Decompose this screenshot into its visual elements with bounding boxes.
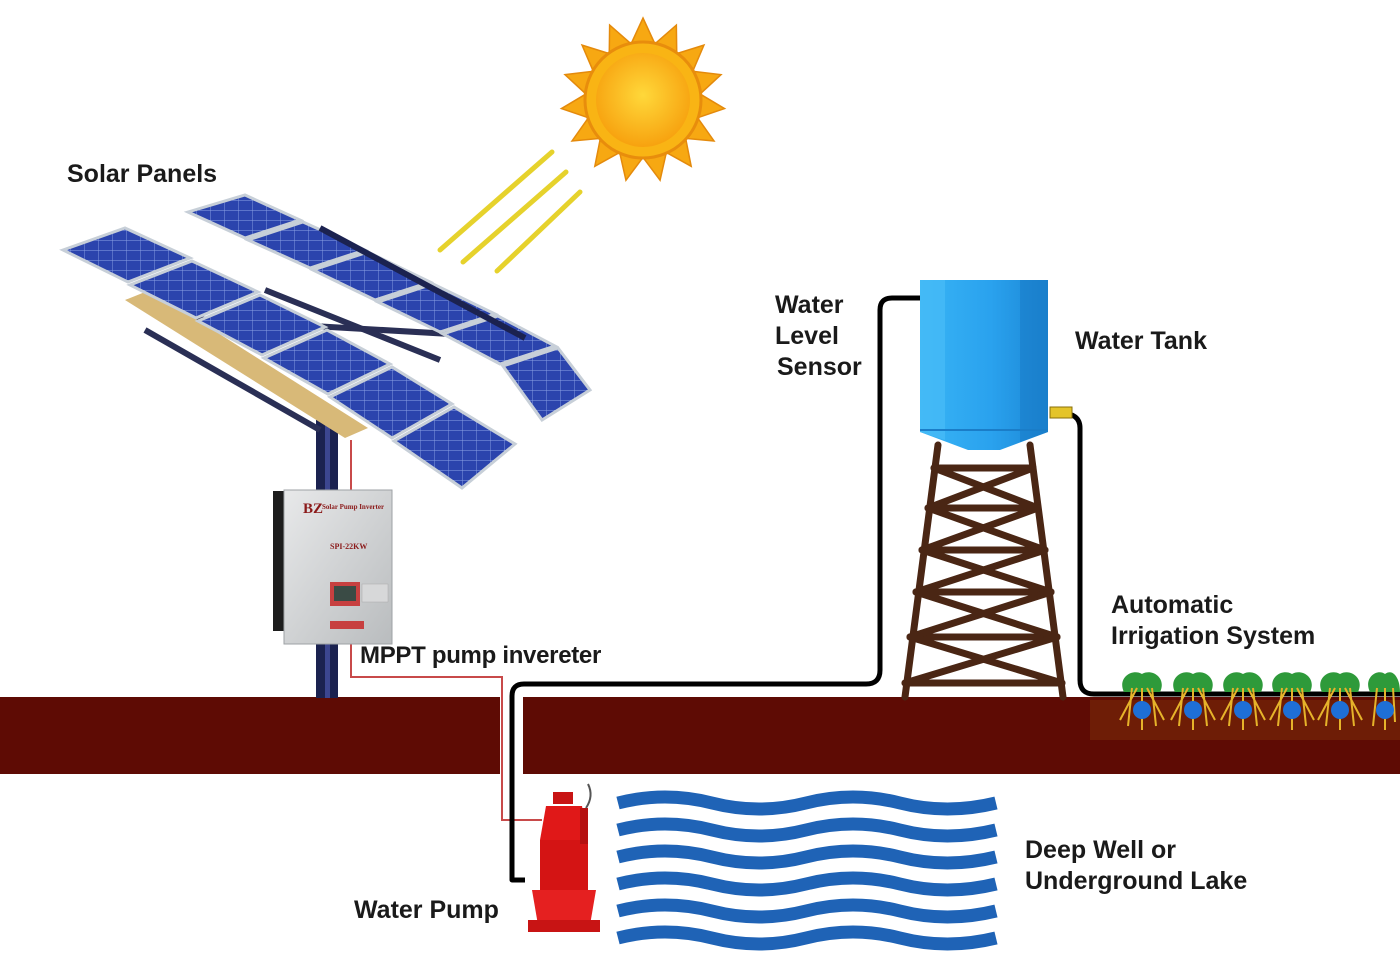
water-level-sensor-label: Water Level Sensor [775, 290, 862, 383]
water-pipe [509, 295, 920, 883]
deep-well-label: Deep Well or Underground Lake [1025, 835, 1247, 897]
water-tank-label: Water Tank [1075, 327, 1207, 355]
water-level-sensor-line-1: Water [775, 291, 844, 319]
deep-well-line-2: Underground Lake [1025, 867, 1248, 895]
tank-valve [1049, 406, 1073, 419]
svg-text:BZ: BZ [303, 501, 323, 517]
automatic-irrigation-line-1: Automatic [1111, 591, 1234, 619]
inverter-model: SPI-22KW [330, 542, 367, 551]
irrigation-field [1090, 672, 1400, 740]
mppt-inverter-label: MPPT pump invereter [360, 642, 602, 669]
deep-well-line-1: Deep Well or [1025, 836, 1176, 864]
water-pump-label: Water Pump [354, 896, 499, 924]
water-tank-icon [901, 280, 1067, 701]
inverter-brand: Solar Pump Inverter [322, 503, 384, 511]
sun-rays [437, 149, 583, 274]
automatic-irrigation-line-2: Irrigation System [1111, 622, 1316, 650]
water-level-sensor-line-2: Level [775, 322, 839, 350]
sun-icon [559, 16, 727, 182]
water-pump-icon [528, 783, 600, 932]
solar-panels-label: Solar Panels [67, 160, 218, 188]
plant-icon [1119, 672, 1400, 730]
underground-water [616, 790, 998, 951]
inverter-icon: BZ Solar Pump Inverter SPI-22KW [273, 489, 393, 645]
automatic-irrigation-label: Automatic Irrigation System [1111, 590, 1315, 652]
water-level-sensor-line-3: Sensor [777, 353, 862, 381]
